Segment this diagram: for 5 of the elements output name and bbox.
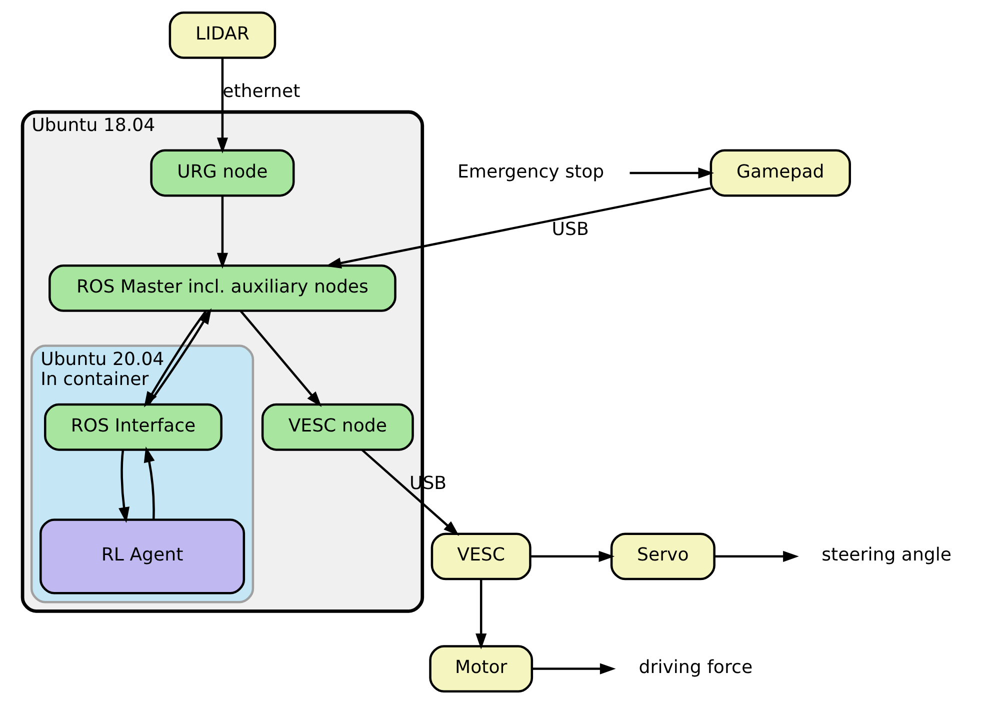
node-text: steering angle (822, 544, 952, 566)
edge-label: ethernet (222, 81, 300, 102)
edge-label: USB (552, 218, 589, 240)
node-text: driving force (638, 657, 753, 678)
node-text: Emergency stop (457, 161, 604, 182)
